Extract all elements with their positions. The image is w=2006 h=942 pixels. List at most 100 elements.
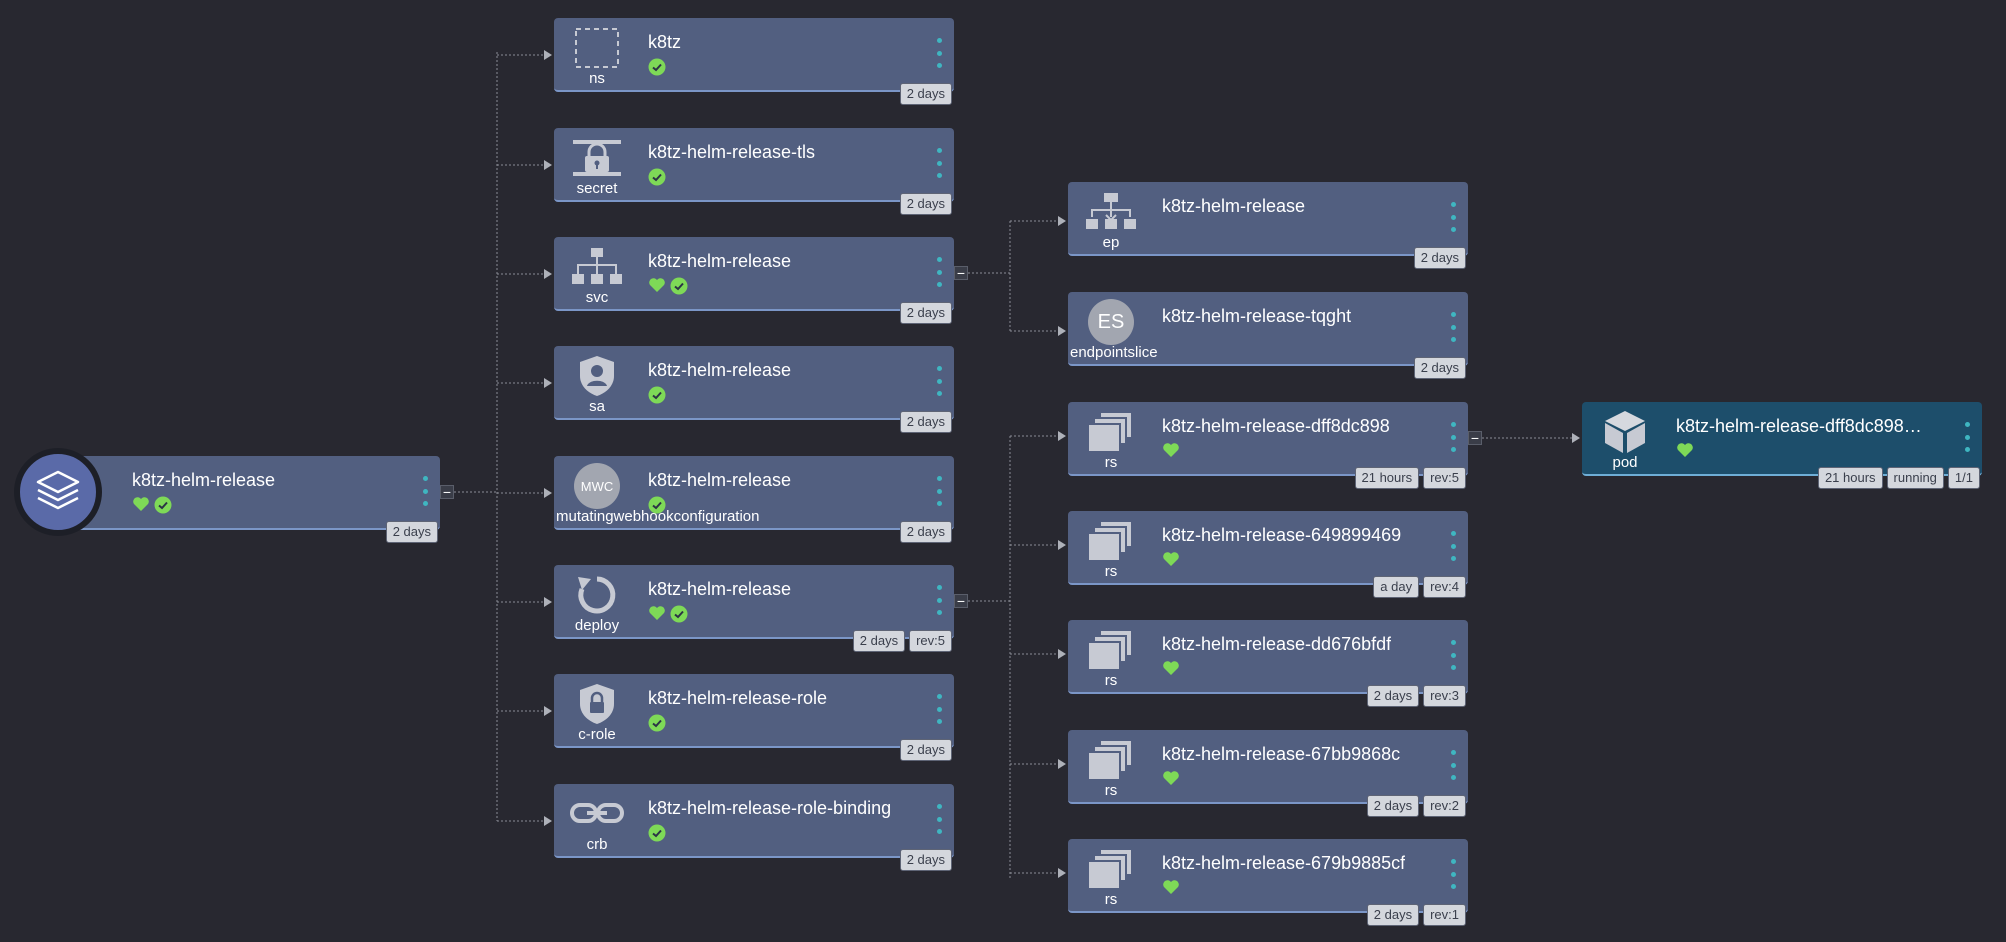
resource-kind-label: rs bbox=[1104, 454, 1118, 471]
resource-kind-label: ep bbox=[1102, 234, 1120, 251]
synced-check-icon bbox=[648, 58, 666, 81]
synced-check-icon bbox=[648, 168, 666, 191]
resource-name[interactable]: k8tz-helm-release bbox=[132, 470, 276, 490]
node-menu-button[interactable] bbox=[934, 585, 944, 615]
resource-name[interactable]: k8tz-helm-release-tqght bbox=[1162, 306, 1352, 326]
root-app-avatar bbox=[14, 448, 102, 536]
edge-arrow bbox=[1058, 326, 1066, 336]
resource-name[interactable]: k8tz-helm-release bbox=[1162, 196, 1306, 216]
icon-text: ES bbox=[1088, 299, 1134, 345]
resource-name[interactable]: k8tz-helm-release-649899469 bbox=[1162, 525, 1402, 545]
node-menu-button[interactable] bbox=[1448, 422, 1458, 452]
node-menu-button[interactable] bbox=[934, 257, 944, 287]
node-menu-button[interactable] bbox=[1448, 859, 1458, 889]
node-menu-button[interactable] bbox=[420, 476, 430, 506]
resource-name[interactable]: k8tz-helm-release-role-binding bbox=[648, 798, 892, 818]
node-menu-button[interactable] bbox=[934, 476, 944, 506]
resource-name[interactable]: k8tz-helm-release-dff8dc898-… bbox=[1676, 416, 1926, 436]
synced-check-icon bbox=[648, 386, 666, 409]
info-badge: rev:1 bbox=[1423, 904, 1466, 926]
health-heart-icon bbox=[648, 277, 666, 300]
node-badges: 2 days bbox=[899, 83, 952, 105]
node-badges: 2 days bbox=[1413, 357, 1466, 379]
replicaset-collapse-button[interactable]: − bbox=[1468, 431, 1482, 445]
node-menu-button[interactable] bbox=[1448, 750, 1458, 780]
node-menu-button[interactable] bbox=[934, 366, 944, 396]
resource-name[interactable]: k8tz-helm-release bbox=[648, 360, 792, 380]
deploy-collapse-button[interactable]: − bbox=[954, 594, 968, 608]
resource-name[interactable]: k8tz-helm-release bbox=[648, 251, 792, 271]
resource-name[interactable]: k8tz-helm-release-dff8dc898 bbox=[1162, 416, 1390, 436]
status-icons bbox=[648, 605, 688, 628]
node-menu-button[interactable] bbox=[934, 38, 944, 68]
resource-name[interactable]: k8tz-helm-release-679b9885cf bbox=[1162, 853, 1406, 873]
node-badges: 2 days bbox=[899, 739, 952, 761]
info-badge: 2 days bbox=[852, 630, 906, 652]
resource-name[interactable]: k8tz-helm-release-tls bbox=[648, 142, 816, 162]
edge-arrow bbox=[1058, 431, 1066, 441]
synced-check-icon bbox=[648, 714, 666, 737]
resource-name[interactable]: k8tz-helm-release bbox=[648, 579, 792, 599]
node-badges: 2 days bbox=[899, 521, 952, 543]
node-menu-button[interactable] bbox=[1448, 202, 1458, 232]
node-menu-button[interactable] bbox=[934, 148, 944, 178]
status-icons bbox=[648, 386, 666, 409]
node-menu-button[interactable] bbox=[1448, 312, 1458, 342]
root-collapse-button[interactable]: − bbox=[440, 485, 454, 499]
edge-arrow bbox=[1058, 759, 1066, 769]
resource-name[interactable]: k8tz-helm-release-role bbox=[648, 688, 828, 708]
resource-name[interactable]: k8tz-helm-release bbox=[648, 470, 792, 490]
node-menu-button[interactable] bbox=[1962, 422, 1972, 452]
resource-name[interactable]: k8tz-helm-release-dd676bfdf bbox=[1162, 634, 1392, 654]
node-menu-button[interactable] bbox=[934, 694, 944, 724]
endpoints-network-icon bbox=[1076, 190, 1146, 234]
resource-kind-label: rs bbox=[1104, 672, 1118, 689]
edge-arrow bbox=[544, 816, 552, 826]
svc-collapse-button[interactable]: − bbox=[954, 266, 968, 280]
info-badge: 21 hours bbox=[1817, 467, 1883, 489]
namespace-icon bbox=[562, 26, 632, 70]
replicaset-icon bbox=[1076, 628, 1146, 672]
resource-name[interactable]: k8tz bbox=[648, 32, 682, 52]
info-badge: 2 days bbox=[899, 849, 952, 871]
resource-kind-label: sa bbox=[589, 398, 605, 415]
edge-arrow bbox=[1058, 540, 1066, 550]
node-badges: 2 days bbox=[899, 302, 952, 324]
status-icons bbox=[648, 58, 666, 81]
node-badges: 2 days bbox=[899, 849, 952, 871]
synced-check-icon bbox=[154, 496, 172, 519]
node-menu-button[interactable] bbox=[1448, 531, 1458, 561]
info-badge: rev:5 bbox=[909, 630, 952, 652]
resource-name[interactable]: k8tz-helm-release-67bb9868c bbox=[1162, 744, 1401, 764]
synced-check-icon bbox=[670, 277, 688, 300]
status-icons bbox=[648, 168, 666, 191]
info-badge: rev:4 bbox=[1423, 576, 1466, 598]
node-menu-button[interactable] bbox=[1448, 640, 1458, 670]
node-menu-button[interactable] bbox=[934, 804, 944, 834]
info-badge: 21 hours bbox=[1354, 467, 1420, 489]
pod-cube-icon bbox=[1590, 410, 1660, 454]
icon-text: MWC bbox=[574, 463, 620, 509]
edge-arrow bbox=[1058, 216, 1066, 226]
